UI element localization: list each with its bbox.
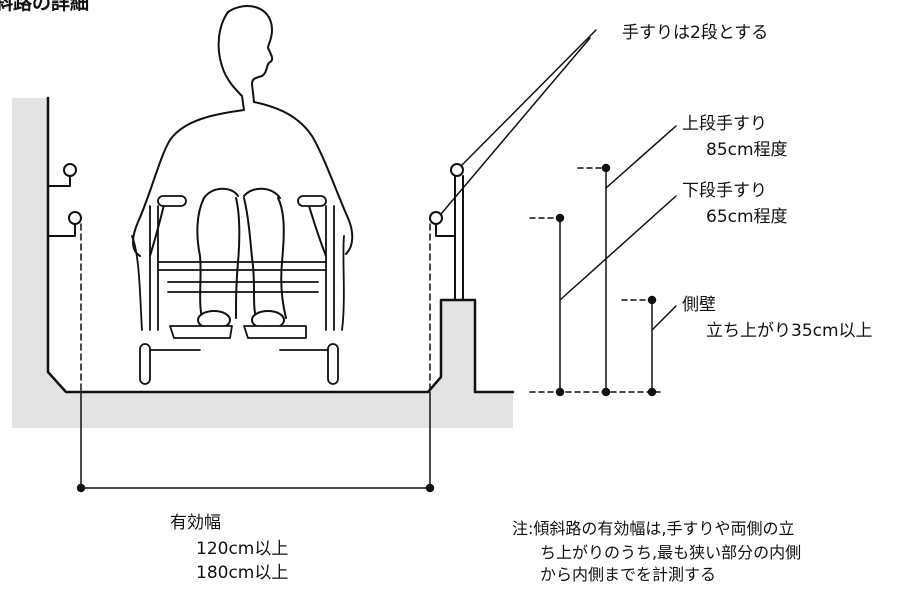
height-dimensions <box>529 125 677 397</box>
note-line-1: 注:傾斜路の有効幅は,手すりや両側の立 <box>512 519 795 538</box>
lower-rail-height: 65cm程度 <box>706 207 788 227</box>
side-wall-title: 側壁 <box>682 295 716 315</box>
effective-width-120: 120cm以上 <box>196 539 289 559</box>
effective-width-180: 180cm以上 <box>196 563 289 583</box>
handrail-leader-lines <box>440 29 597 215</box>
note-line-3: から内側までを計測する <box>540 565 717 584</box>
effective-width-dimension <box>76 391 435 493</box>
effective-width-guides <box>80 223 431 393</box>
ramp-outline <box>46 96 515 394</box>
diagram-title: 斜路の詳細 <box>0 0 90 14</box>
left-wall-handrails <box>47 163 82 237</box>
ground-section <box>12 98 513 428</box>
lower-rail-title: 下段手すり <box>682 181 767 201</box>
side-wall-rise: 立ち上がり35cm以上 <box>706 321 873 341</box>
note-line-2: ち上がりのうち,最も狭い部分の内側 <box>540 543 802 562</box>
wheelchair <box>131 195 345 385</box>
effective-width-title: 有効幅 <box>170 513 221 533</box>
upper-rail-title: 上段手すり <box>682 114 767 134</box>
handrail-two-levels-label: 手すりは2段とする <box>622 23 769 43</box>
upper-rail-height: 85cm程度 <box>706 140 788 160</box>
wheelchair-user-figure <box>132 5 354 330</box>
right-wall-handrails <box>429 163 464 301</box>
